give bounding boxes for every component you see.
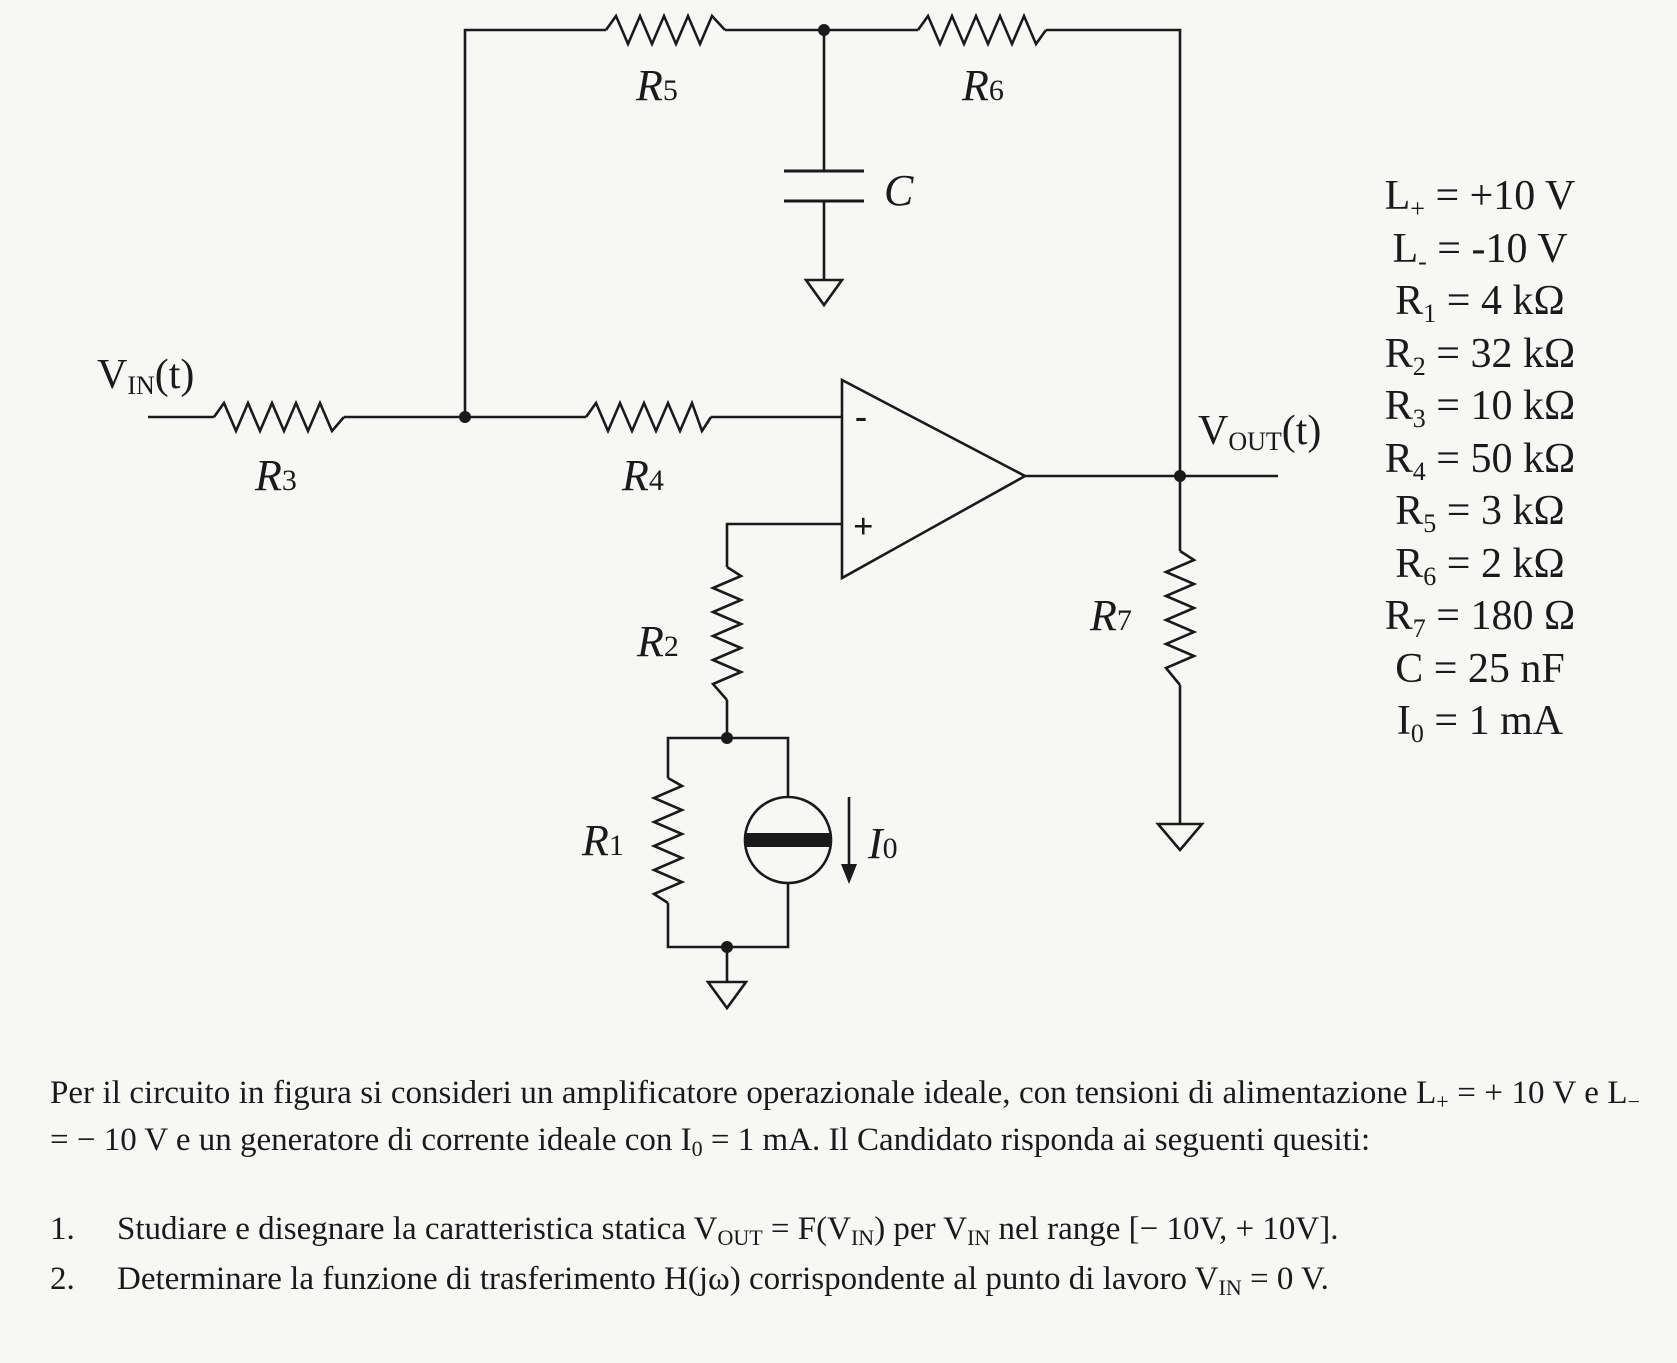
label-c: C [884, 166, 914, 215]
minus-sign: - [855, 396, 867, 436]
param-value: C = 25 nF [1395, 645, 1565, 692]
resistor-r7 [1162, 549, 1198, 686]
capacitor-c [784, 30, 864, 280]
junction-node [459, 411, 471, 423]
param-value: R1 = 4 kΩ [1395, 278, 1565, 328]
label-r5: R5 [635, 61, 678, 110]
question-list: 1. Studiare e disegnare la caratteristic… [50, 1204, 1640, 1304]
ground-icon [1155, 822, 1205, 853]
label-vin: VIN(t) [97, 352, 194, 400]
ground-icon [705, 980, 749, 1011]
problem-statement: Per il circuito in figura si consideri u… [50, 1075, 1640, 1161]
resistor-r6 [916, 12, 1048, 48]
param-value: R5 = 3 kΩ [1395, 488, 1565, 538]
top-wire [463, 28, 1182, 476]
arrow-down-icon [841, 797, 857, 884]
param-value: R3 = 10 kΩ [1384, 383, 1576, 433]
label-r7: R7 [1089, 591, 1132, 640]
label-r3: R3 [254, 451, 297, 500]
question-item: 1. Studiare e disegnare la caratteristic… [50, 1211, 1339, 1250]
param-value: R2 = 32 kΩ [1384, 330, 1576, 381]
resistor-r3 [212, 399, 345, 435]
param-value: L+ = +10 V [1384, 173, 1576, 223]
label-r4: R4 [621, 451, 664, 500]
current-source [743, 795, 833, 885]
plus-sign: + [853, 506, 874, 546]
param-value: I0 = 1 mA [1396, 698, 1564, 748]
circuit-diagram: R5 R6 C VIN(t) R3 R4 - + VOUT(t) R2 R1 I… [97, 12, 1321, 1011]
param-value: R6 = 2 kΩ [1395, 540, 1565, 591]
label-i0: I0 [867, 819, 898, 868]
label-vout: VOUT(t) [1198, 408, 1321, 456]
resistor-r4 [584, 399, 713, 435]
question-item: 2. Determinare la funzione di trasferime… [50, 1261, 1329, 1300]
resistor-r1 [650, 776, 686, 905]
op-amp [840, 377, 1028, 581]
param-value: R7 = 180 Ω [1384, 593, 1576, 643]
param-value: L- = -10 V [1392, 225, 1568, 276]
param-value: R4 = 50 kΩ [1384, 435, 1576, 486]
resistor-r5 [604, 12, 726, 48]
label-r2: R2 [636, 617, 679, 666]
resistor-r2 [709, 565, 745, 701]
label-r1: R1 [581, 816, 624, 865]
ground-icon [803, 278, 845, 308]
exercise-text: Per il circuito in figura si consideri u… [50, 1070, 1640, 1304]
label-r6: R6 [961, 61, 1004, 110]
